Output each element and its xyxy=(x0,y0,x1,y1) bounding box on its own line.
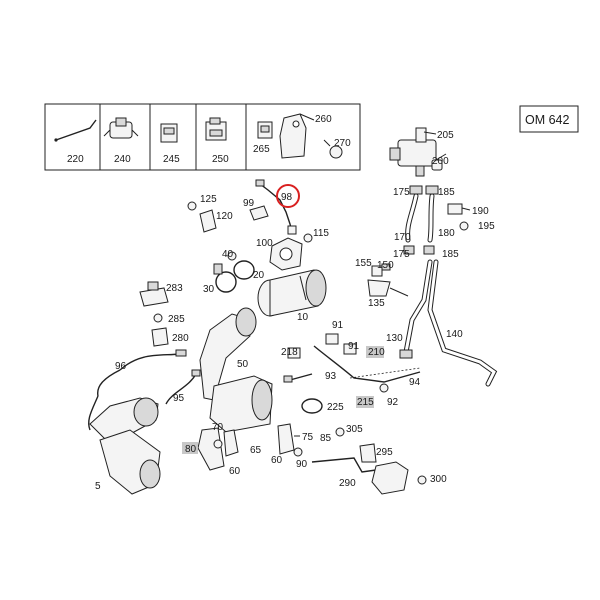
callout-175-top: 175 xyxy=(393,187,410,198)
highlight-circle xyxy=(276,184,300,208)
callout-90: 90 xyxy=(296,459,308,470)
callout-120: 120 xyxy=(216,211,233,222)
callout-205: 205 xyxy=(437,130,454,141)
legend-label-250: 250 xyxy=(212,154,229,165)
legend-label-265: 265 xyxy=(253,144,270,155)
part-260-icon[interactable] xyxy=(279,113,315,159)
callout-305: 305 xyxy=(346,424,363,435)
gaskets-20-30-40[interactable] xyxy=(213,251,255,293)
pressure-pipes[interactable] xyxy=(399,259,498,387)
part-190-195[interactable] xyxy=(447,203,471,231)
converter-5[interactable] xyxy=(88,395,161,495)
callout-283: 283 xyxy=(166,283,183,294)
hose-170-180[interactable] xyxy=(403,185,439,255)
callout-210: 210 xyxy=(368,347,385,358)
callout-20: 20 xyxy=(253,270,265,281)
callout-60-left: 60 xyxy=(229,466,241,477)
callout-295: 295 xyxy=(376,447,393,458)
callout-91-top: 91 xyxy=(332,320,344,331)
callout-285: 285 xyxy=(168,314,185,325)
callout-60-right: 60 xyxy=(271,455,283,466)
callout-218: 218 xyxy=(281,347,298,358)
legend-label-220: 220 xyxy=(67,154,84,165)
callout-185-bottom: 185 xyxy=(442,249,459,260)
bracket-150-155[interactable] xyxy=(367,263,409,297)
engine-code-label: OM 642 xyxy=(525,113,570,127)
callout-5: 5 xyxy=(95,481,101,492)
part-245-icon[interactable] xyxy=(160,123,178,143)
callout-115: 115 xyxy=(313,228,329,239)
pressure-sensor-group[interactable] xyxy=(389,127,447,177)
engine-code-box: OM 642 xyxy=(519,105,579,133)
part-240-icon[interactable] xyxy=(103,117,139,139)
part-270-icon[interactable] xyxy=(323,139,343,159)
catalytic-converter-10[interactable] xyxy=(257,269,327,317)
callout-91-bottom: 91 xyxy=(348,341,360,352)
callout-99: 99 xyxy=(243,198,255,209)
part-265-icon[interactable] xyxy=(257,121,273,139)
wiring-harness-91-94[interactable] xyxy=(283,333,421,408)
callout-75: 75 xyxy=(302,432,314,443)
callout-30: 30 xyxy=(203,284,215,295)
callout-190: 190 xyxy=(472,206,489,217)
callout-100: 100 xyxy=(256,238,273,249)
callout-135: 135 xyxy=(368,298,385,309)
callout-80: 80 xyxy=(185,444,197,455)
sensor-lead-96[interactable] xyxy=(97,349,187,397)
bracket-99[interactable] xyxy=(249,205,269,221)
part-220-icon[interactable] xyxy=(54,119,97,142)
callout-40: 40 xyxy=(222,249,234,260)
callout-50: 50 xyxy=(237,359,249,370)
bracket-60-80[interactable] xyxy=(182,427,239,471)
callout-93: 93 xyxy=(325,371,337,382)
callout-125: 125 xyxy=(200,194,217,205)
callout-180: 180 xyxy=(438,228,455,239)
callout-95: 95 xyxy=(173,393,185,404)
callout-280: 280 xyxy=(172,333,189,344)
callout-130: 130 xyxy=(386,333,403,344)
callout-98: 98 xyxy=(281,192,293,203)
callout-94: 94 xyxy=(409,377,421,388)
callout-200: 200 xyxy=(432,156,449,167)
legend-label-240: 240 xyxy=(114,154,131,165)
callout-225: 225 xyxy=(327,402,344,413)
callout-150: 150 xyxy=(377,260,394,271)
callout-92: 92 xyxy=(387,397,399,408)
bracket-290-300[interactable] xyxy=(311,427,427,495)
callout-65: 65 xyxy=(250,445,262,456)
callout-155: 155 xyxy=(355,258,372,269)
legend-strip: 220 240 245 250 265 xyxy=(44,103,361,171)
legend-label-260: 260 xyxy=(315,114,332,125)
bracket-75-90[interactable] xyxy=(277,423,303,457)
heat-shield-100[interactable] xyxy=(269,233,313,271)
legend-label-245: 245 xyxy=(163,154,180,165)
callout-215: 215 xyxy=(357,397,374,408)
callout-70: 70 xyxy=(212,422,224,433)
callout-170: 170 xyxy=(394,232,411,243)
callout-140: 140 xyxy=(446,329,463,340)
exhaust-pipe-50[interactable] xyxy=(199,307,273,433)
callout-300: 300 xyxy=(430,474,447,485)
part-250-icon[interactable] xyxy=(205,117,227,141)
callout-175-bottom: 175 xyxy=(393,249,410,260)
callout-10: 10 xyxy=(297,312,309,323)
bracket-280-285[interactable] xyxy=(139,281,169,347)
callout-85: 85 xyxy=(320,433,332,444)
legend-label-270: 270 xyxy=(334,138,351,149)
callout-195: 195 xyxy=(478,221,495,232)
callout-185-top: 185 xyxy=(438,187,455,198)
callout-96: 96 xyxy=(115,361,127,372)
callout-290: 290 xyxy=(339,478,356,489)
bolt-125-bracket-120[interactable] xyxy=(187,201,217,233)
clamp-225[interactable] xyxy=(301,398,323,414)
sensor-lead-95[interactable] xyxy=(165,369,201,405)
